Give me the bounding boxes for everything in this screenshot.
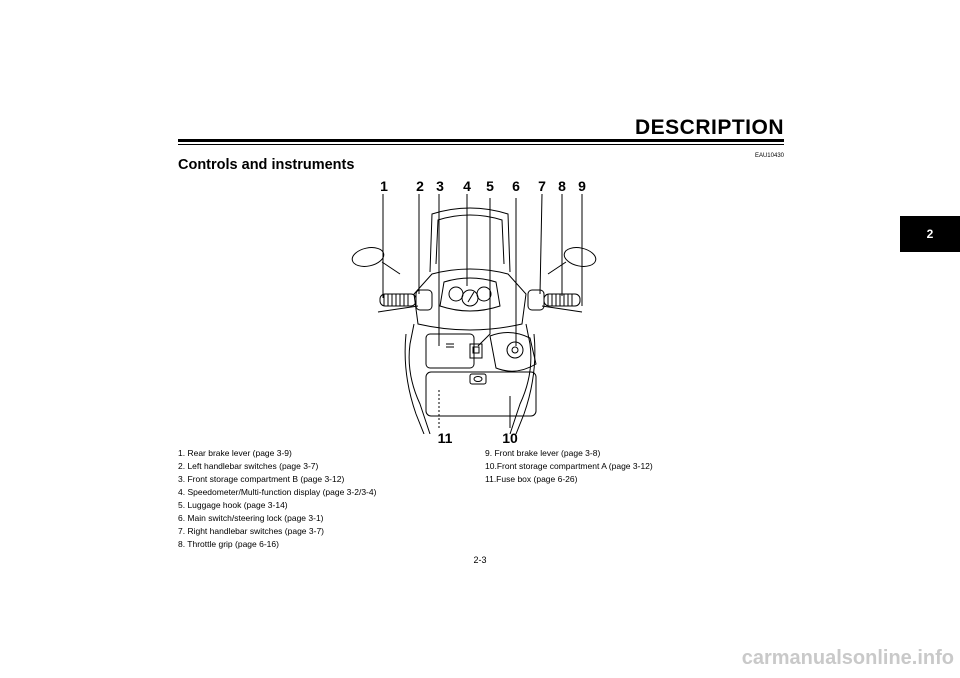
- legend-item-2: 2. Left handlebar switches (page 3-7): [178, 461, 319, 471]
- callout-8: 8: [558, 178, 566, 194]
- chapter-tab[interactable]: 2: [900, 216, 960, 252]
- section-title: Controls and instruments: [178, 157, 355, 173]
- callout-4: 4: [463, 178, 471, 194]
- legend-right: 9. Front brake lever (page 3-8) 10.Front…: [485, 447, 653, 486]
- callout-5: 5: [486, 178, 494, 194]
- legend-item-9: 9. Front brake lever (page 3-8): [485, 448, 601, 458]
- callout-2: 2: [416, 178, 424, 194]
- scooter-controls-illustration: [351, 194, 597, 434]
- page-number: 2-3: [473, 555, 487, 565]
- legend-item-6: 6. Main switch/steering lock (page 3-1): [178, 513, 324, 523]
- header-title: DESCRIPTION: [634, 116, 784, 139]
- callout-6: 6: [512, 178, 520, 194]
- legend-item-3: 3. Front storage compartment B (page 3-1…: [178, 474, 345, 484]
- watermark-text[interactable]: carmanualsonline.info: [741, 647, 954, 669]
- header-rule-thin: [178, 144, 784, 145]
- section-code: EAU10430: [754, 153, 784, 159]
- legend-item-8: 8. Throttle grip (page 6-16): [178, 539, 279, 549]
- callout-9: 9: [578, 178, 586, 194]
- callout-3: 3: [436, 178, 444, 194]
- legend-item-10: 10.Front storage compartment A (page 3-1…: [485, 461, 653, 471]
- legend-left: 1. Rear brake lever (page 3-9) 2. Left h…: [178, 447, 376, 551]
- callout-1: 1: [380, 178, 388, 194]
- legend-item-7: 7. Right handlebar switches (page 3-7): [178, 526, 324, 536]
- header-rule-thick: [178, 139, 784, 142]
- callout-11: 11: [437, 430, 453, 446]
- legend-item-1: 1. Rear brake lever (page 3-9): [178, 448, 292, 458]
- callout-10: 10: [502, 430, 518, 446]
- callout-7: 7: [538, 178, 546, 194]
- legend-item-5: 5. Luggage hook (page 3-14): [178, 500, 288, 510]
- legend-item-4: 4. Speedometer/Multi-function display (p…: [178, 487, 377, 497]
- legend-item-11: 11.Fuse box (page 6-26): [485, 474, 578, 484]
